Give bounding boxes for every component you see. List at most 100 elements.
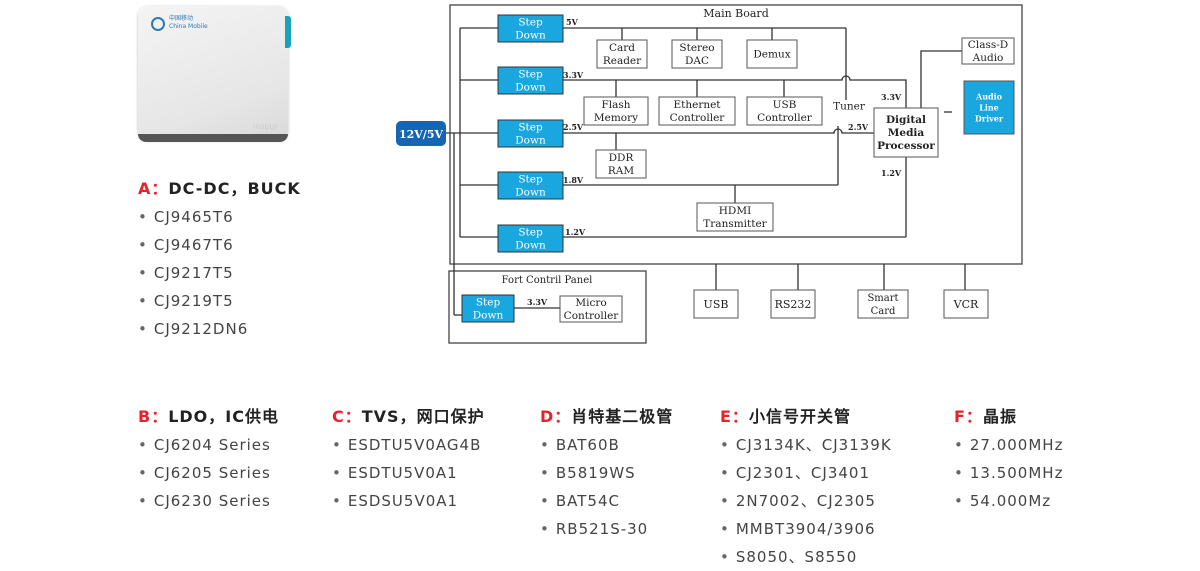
step-down-text: Down	[515, 30, 546, 42]
step-down-box	[497, 14, 564, 43]
digital-media-processor-text: Media	[888, 127, 925, 139]
category-b: B：LDO，IC供电CJ6204 SeriesCJ6205 SeriesCJ62…	[138, 403, 279, 515]
part-number-item: CJ9467T6	[138, 231, 301, 259]
step-down-text: Step	[518, 17, 543, 29]
category-heading: A：DC-DC，BUCK	[138, 175, 301, 203]
voltage-label: 2.5V	[848, 122, 869, 132]
part-number-item: 2N7002、CJ2305	[720, 487, 892, 515]
step-down-text: Step	[518, 174, 543, 186]
part-number-item: CJ2301、CJ3401	[720, 459, 892, 487]
rail-voltage-label: 1.2V	[565, 227, 586, 237]
category-letter: A：	[138, 179, 169, 198]
main-board-label: Main Board	[703, 7, 768, 20]
ethernet-controller-text: Controller	[670, 112, 726, 124]
step-down-text: Step	[518, 69, 543, 81]
category-letter: E：	[720, 407, 749, 426]
front-panel-frame	[448, 270, 647, 344]
category-heading: F：晶振	[954, 403, 1063, 431]
part-number-item: CJ6204 Series	[138, 431, 279, 459]
usb-controller-text: USB	[773, 99, 797, 111]
power-input-label: 12V/5V	[399, 128, 444, 141]
rail-voltage-label: 2.5V	[563, 122, 584, 132]
step-down-text: Step	[518, 227, 543, 239]
step-down-text: Step	[518, 122, 543, 134]
flash-memory-box	[583, 96, 649, 126]
port-text: Smart	[867, 293, 898, 304]
digital-media-processor-text: Processor	[877, 140, 935, 152]
category-f: F：晶振27.000MHz13.500MHz54.000Mz	[954, 403, 1063, 515]
part-number-item: B5819WS	[540, 459, 673, 487]
category-title: LDO，IC供电	[168, 407, 279, 426]
audio-line-driver-text: Driver	[975, 113, 1004, 123]
category-letter: F：	[954, 407, 983, 426]
voltage-label: 1.2V	[881, 168, 902, 178]
rail-voltage-label: 1.8V	[563, 175, 584, 185]
main-board-frame	[449, 4, 1023, 265]
card-reader-text: Card	[609, 42, 635, 54]
category-title: 肖特基二极管	[571, 407, 674, 426]
part-number-item: CJ3134K、CJ3139K	[720, 431, 892, 459]
category-letter: C：	[332, 407, 362, 426]
port-box	[943, 289, 989, 319]
audio-line-driver-text: Line	[979, 102, 999, 112]
card-reader-text: Reader	[603, 55, 642, 67]
category-c: C：TVS，网口保护ESDTU5V0AG4BESDTU5V0A1ESDSU5V0…	[332, 403, 485, 515]
port-text: RS232	[775, 298, 812, 311]
port-text: Card	[871, 306, 896, 317]
step-down-box	[497, 171, 564, 200]
audio-line-driver-text: Audio	[975, 91, 1003, 101]
demux-block: Demux	[746, 39, 798, 69]
ddr-ram-text: RAM	[608, 165, 634, 177]
flash-memory-text: Memory	[594, 112, 638, 124]
class-d-audio-text: Class-D	[968, 39, 1008, 51]
card-reader-box	[596, 39, 648, 69]
step-down-box	[497, 224, 564, 253]
part-number-item: CJ6230 Series	[138, 487, 279, 515]
micro-controller-text: Controller	[564, 310, 620, 322]
port-text: VCR	[953, 298, 979, 311]
class-d-audio-text: Audio	[972, 52, 1004, 64]
port-block: VCR	[943, 289, 989, 319]
step-down-text: Down	[515, 240, 546, 252]
category-title: DC-DC，BUCK	[168, 179, 301, 198]
audio-line-driver-box	[963, 80, 1015, 135]
port-box	[770, 289, 816, 319]
part-number-item: BAT54C	[540, 487, 673, 515]
category-heading: E：小信号开关管	[720, 403, 892, 431]
digital-media-processor-text: Digital	[886, 114, 926, 126]
flash-memory-text: Flash	[601, 99, 630, 111]
rail-voltage-label: 3.3V	[563, 70, 584, 80]
step-down-box	[497, 66, 564, 95]
front-panel-title: Fort Contril Panel	[502, 275, 593, 286]
category-heading: C：TVS，网口保护	[332, 403, 485, 431]
hdmi-transmitter-text: HDMI	[719, 205, 751, 217]
set-top-box-front-edge	[138, 134, 288, 142]
micro-controller-box	[559, 295, 623, 323]
category-e: E：小信号开关管CJ3134K、CJ3139KCJ2301、CJ34012N70…	[720, 403, 892, 571]
step-down-text: Step	[476, 297, 501, 309]
category-d: D：肖特基二极管BAT60BB5819WSBAT54CRB521S-30	[540, 403, 673, 543]
ddr-ram-box	[595, 149, 647, 179]
port-block: USB	[693, 289, 739, 319]
part-number-item: CJ9212DN6	[138, 315, 301, 343]
part-number-item: 54.000Mz	[954, 487, 1063, 515]
category-letter: B：	[138, 407, 169, 426]
port-block: RS232	[770, 289, 816, 319]
port-text: USB	[704, 298, 729, 311]
part-number-item: 13.500MHz	[954, 459, 1063, 487]
ddr-ram-text: DDR	[609, 152, 635, 164]
